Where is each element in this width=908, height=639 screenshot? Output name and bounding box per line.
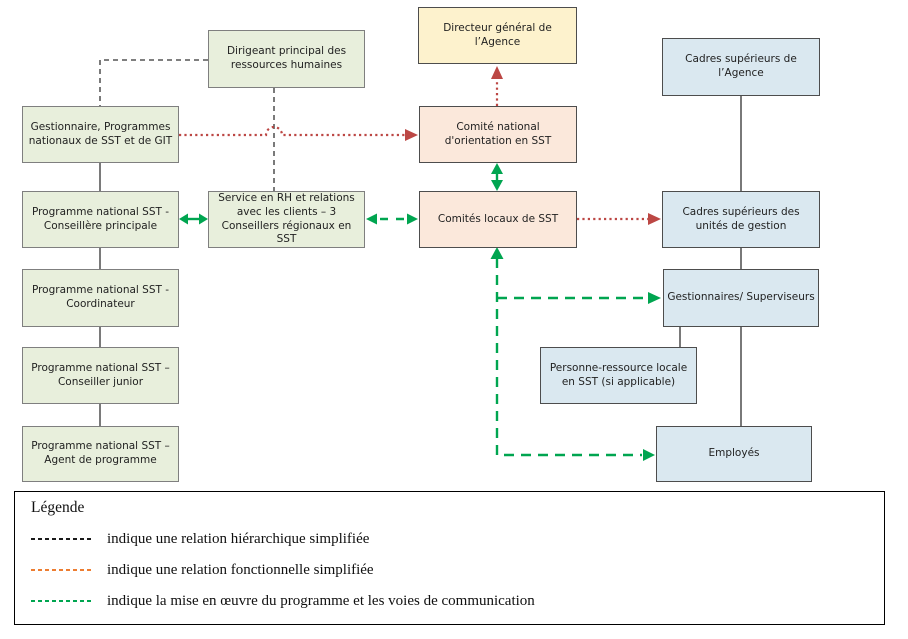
communication-dash-sample [31,600,93,602]
legend-item-functional: indique une relation fonctionnelle simpl… [31,561,374,579]
box-personne-ressource-locale: Personne-ressource locale en SST (si app… [540,347,697,404]
legend-title: Légende [31,499,85,516]
box-label: Cadres supérieurs de l’Agence [685,53,797,79]
box-label: Employés [708,447,760,460]
legend-item-communication: indique la mise en œuvre du programme et… [31,592,535,610]
box-label: Comités locaux de SST [437,212,559,225]
solid-hierarchy-lines [99,96,742,426]
box-label: Personne-ressource locale en SST (si app… [549,361,688,388]
communication-arrows [179,163,661,461]
box-label: Programme national SST – Agent de progra… [31,440,170,466]
box-service-rh-relations-clients: Service en RH et relations avec les clie… [208,191,365,248]
arrow-gestionnaire-comite-national [179,125,405,137]
box-programme-national-coordinateur: Programme national SST - Coordinateur [22,269,179,327]
dashed-hierarchy-lines [99,59,275,191]
legend-panel: Légende indique une relation hiérarchiqu… [14,491,885,625]
legend-item-label: indique une relation fonctionnelle simpl… [107,561,374,578]
box-employes: Employés [656,426,812,482]
box-label: Gestionnaire, Programmes nationaux de SS… [28,120,173,147]
box-directeur-general-agence: Directeur général de l’Agence [418,7,577,64]
box-label: Service en RH et relations avec les clie… [218,191,355,246]
hierarchical-dash-sample [31,538,93,540]
legend-item-hierarchical: indique une relation hiérarchique simpli… [31,530,369,548]
box-programme-national-conseillere-principale: Programme national SST - Conseillère pri… [22,191,179,248]
box-cadres-superieurs-unites-gestion: Cadres supérieurs des unités de gestion [662,191,820,248]
legend-item-label: indique la mise en œuvre du programme et… [107,592,535,609]
box-gestionnaires-superviseurs: Gestionnaires/ Superviseurs [663,269,819,327]
box-programme-national-conseiller-junior: Programme national SST – Conseiller juni… [22,347,179,404]
box-label: Cadres supérieurs des unités de gestion [682,205,800,232]
arrowhead-to-directeur [491,66,503,79]
box-label: Gestionnaires/ Superviseurs [667,291,815,304]
box-label: Directeur général de l’Agence [443,21,552,48]
functional-relation-arrows [179,66,661,225]
box-label: Dirigeant principal des ressources humai… [226,45,347,71]
box-label: Programme national SST - Coordinateur [31,284,170,310]
box-comite-national-orientation: Comité national d'orientation en SST [419,106,577,163]
box-gestionnaire-programmes-nationaux: Gestionnaire, Programmes nationaux de SS… [22,106,179,163]
legend-item-label: indique une relation hiérarchique simpli… [107,530,370,547]
functional-dash-sample [31,569,93,571]
box-programme-national-agent-programme: Programme national SST – Agent de progra… [22,426,179,482]
box-comites-locaux-sst: Comités locaux de SST [419,191,577,248]
box-label: Programme national SST - Conseillère pri… [31,205,170,232]
box-label: Programme national SST – Conseiller juni… [31,361,170,388]
arrow-communication-trunk [495,258,642,457]
arrowhead-to-comite-national [405,129,418,141]
box-dirigeant-principal-rh: Dirigeant principal des ressources humai… [208,30,365,88]
line-dirigeant-gestionnaire [99,59,208,106]
box-label: Comité national d'orientation en SST [444,120,552,147]
arrowhead-to-cadres-unites [648,213,661,225]
box-cadres-superieurs-agence: Cadres supérieurs de l’Agence [662,38,820,96]
